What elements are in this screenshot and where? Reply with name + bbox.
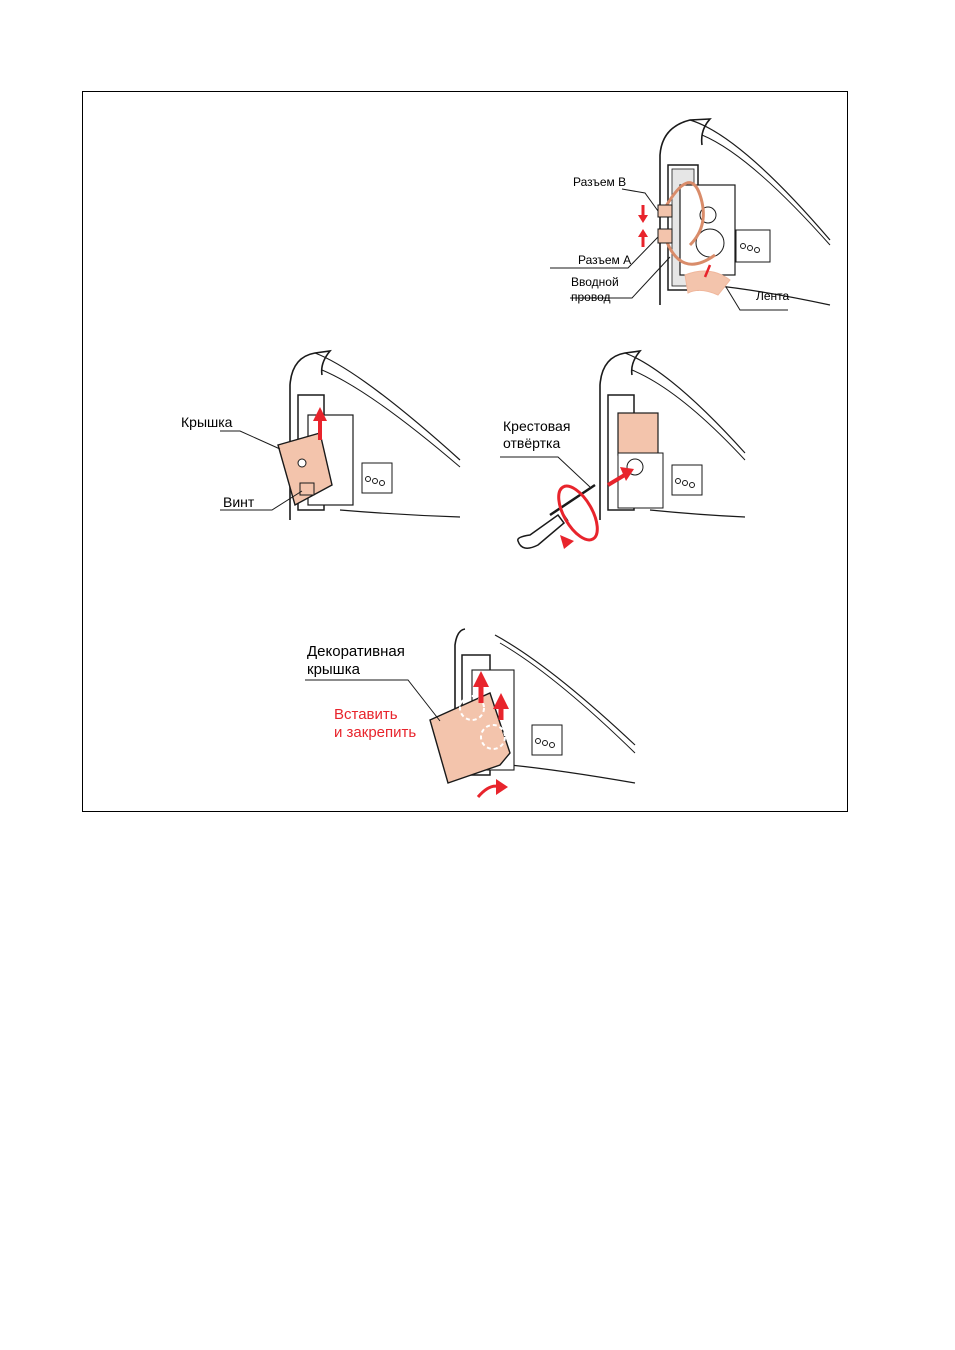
label-screw: Винт bbox=[223, 494, 254, 510]
label-lead-wire-line2: провод bbox=[571, 291, 611, 305]
label-instruction-line2: и закрепить bbox=[334, 724, 416, 741]
label-connector-b: Разъем B bbox=[573, 176, 626, 190]
label-decorative-cover-line1: Декоративная bbox=[307, 643, 405, 660]
label-screwdriver-line2: отвёртка bbox=[503, 435, 560, 451]
figure-cover-removal bbox=[220, 345, 460, 525]
label-connector-a: Разъем A bbox=[578, 254, 631, 268]
label-cover: Крышка bbox=[181, 414, 232, 430]
label-lead-wire-line1: Вводной bbox=[571, 276, 619, 290]
label-tape: Лента bbox=[756, 290, 789, 304]
label-screwdriver-line1: Крестовая bbox=[503, 418, 570, 434]
label-instruction-line1: Вставить bbox=[334, 706, 398, 723]
label-decorative-cover-line2: крышка bbox=[307, 661, 360, 678]
